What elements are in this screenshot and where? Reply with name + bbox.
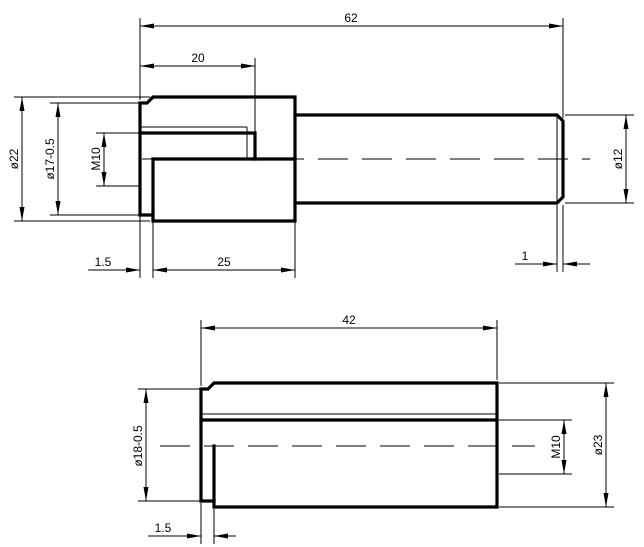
dim-d12-arrow-bottom [623,189,629,203]
dim-20-arrow-left [140,63,154,69]
dim-15l-arrow-right [214,533,228,539]
dim-d18-text: ø18-0.5 [131,425,145,467]
dim-15u-arrow-left [126,267,140,273]
dim-d22-arrow-bottom [19,207,25,221]
upper-head-step [138,131,257,161]
dim-15l-arrow-left [187,533,201,539]
dim-25-text: 25 [217,255,231,269]
dim-62-text: 62 [344,11,358,25]
dim-42-arrow-right [483,325,497,331]
dim-m10l-text: M10 [549,435,563,459]
dim-42-arrow-left [201,325,215,331]
dim-d18-arrow-bottom [143,487,149,501]
dim-25-arrow-right [281,267,295,273]
dim-42-text: 42 [342,313,356,327]
dim-d22-arrow-top [19,97,25,111]
dim-m10u-arrow-bottom [101,172,107,186]
dim-15u-text: 1.5 [95,255,112,269]
dim-d17-text: ø17-0.5 [43,138,57,180]
dim-25-arrow-left [153,267,167,273]
dim-d18-arrow-top [143,389,149,403]
dim-d22-text: ø22 [7,148,21,169]
dim-1-arrow-right [563,261,577,267]
dim-d17-arrow-top [55,103,61,117]
upper-part [138,95,590,223]
dim-d23-arrow-bottom [603,493,609,507]
dim-d12-arrow-top [623,115,629,129]
dim-m10u-arrow-top [101,133,107,147]
dim-d12-text: ø12 [611,148,625,169]
dim-1-arrow-left [543,261,557,267]
dim-15l-text: 1.5 [155,521,172,535]
dim-20-text: 20 [191,51,205,65]
dim-m10l-arrow-bottom [561,460,567,474]
lower-part-outline [199,381,499,509]
dim-m10u-text: M10 [89,147,103,171]
dim-1-text: 1 [522,249,529,263]
dim-m10l-arrow-top [561,420,567,434]
dim-62-arrow-right [549,23,563,29]
upper-dimensions: 62 20 ø22 ø17-0.5 M10 ø12 [7,11,634,278]
dim-d17-arrow-bottom [55,201,61,215]
lower-dimensions: 42 ø18-0.5 M10 ø23 1.5 [131,313,614,544]
dim-20-arrow-right [241,63,255,69]
dim-62-arrow-left [140,23,154,29]
lower-part [160,381,535,509]
dim-d23-arrow-top [603,383,609,397]
dim-d23-text: ø23 [591,434,605,455]
